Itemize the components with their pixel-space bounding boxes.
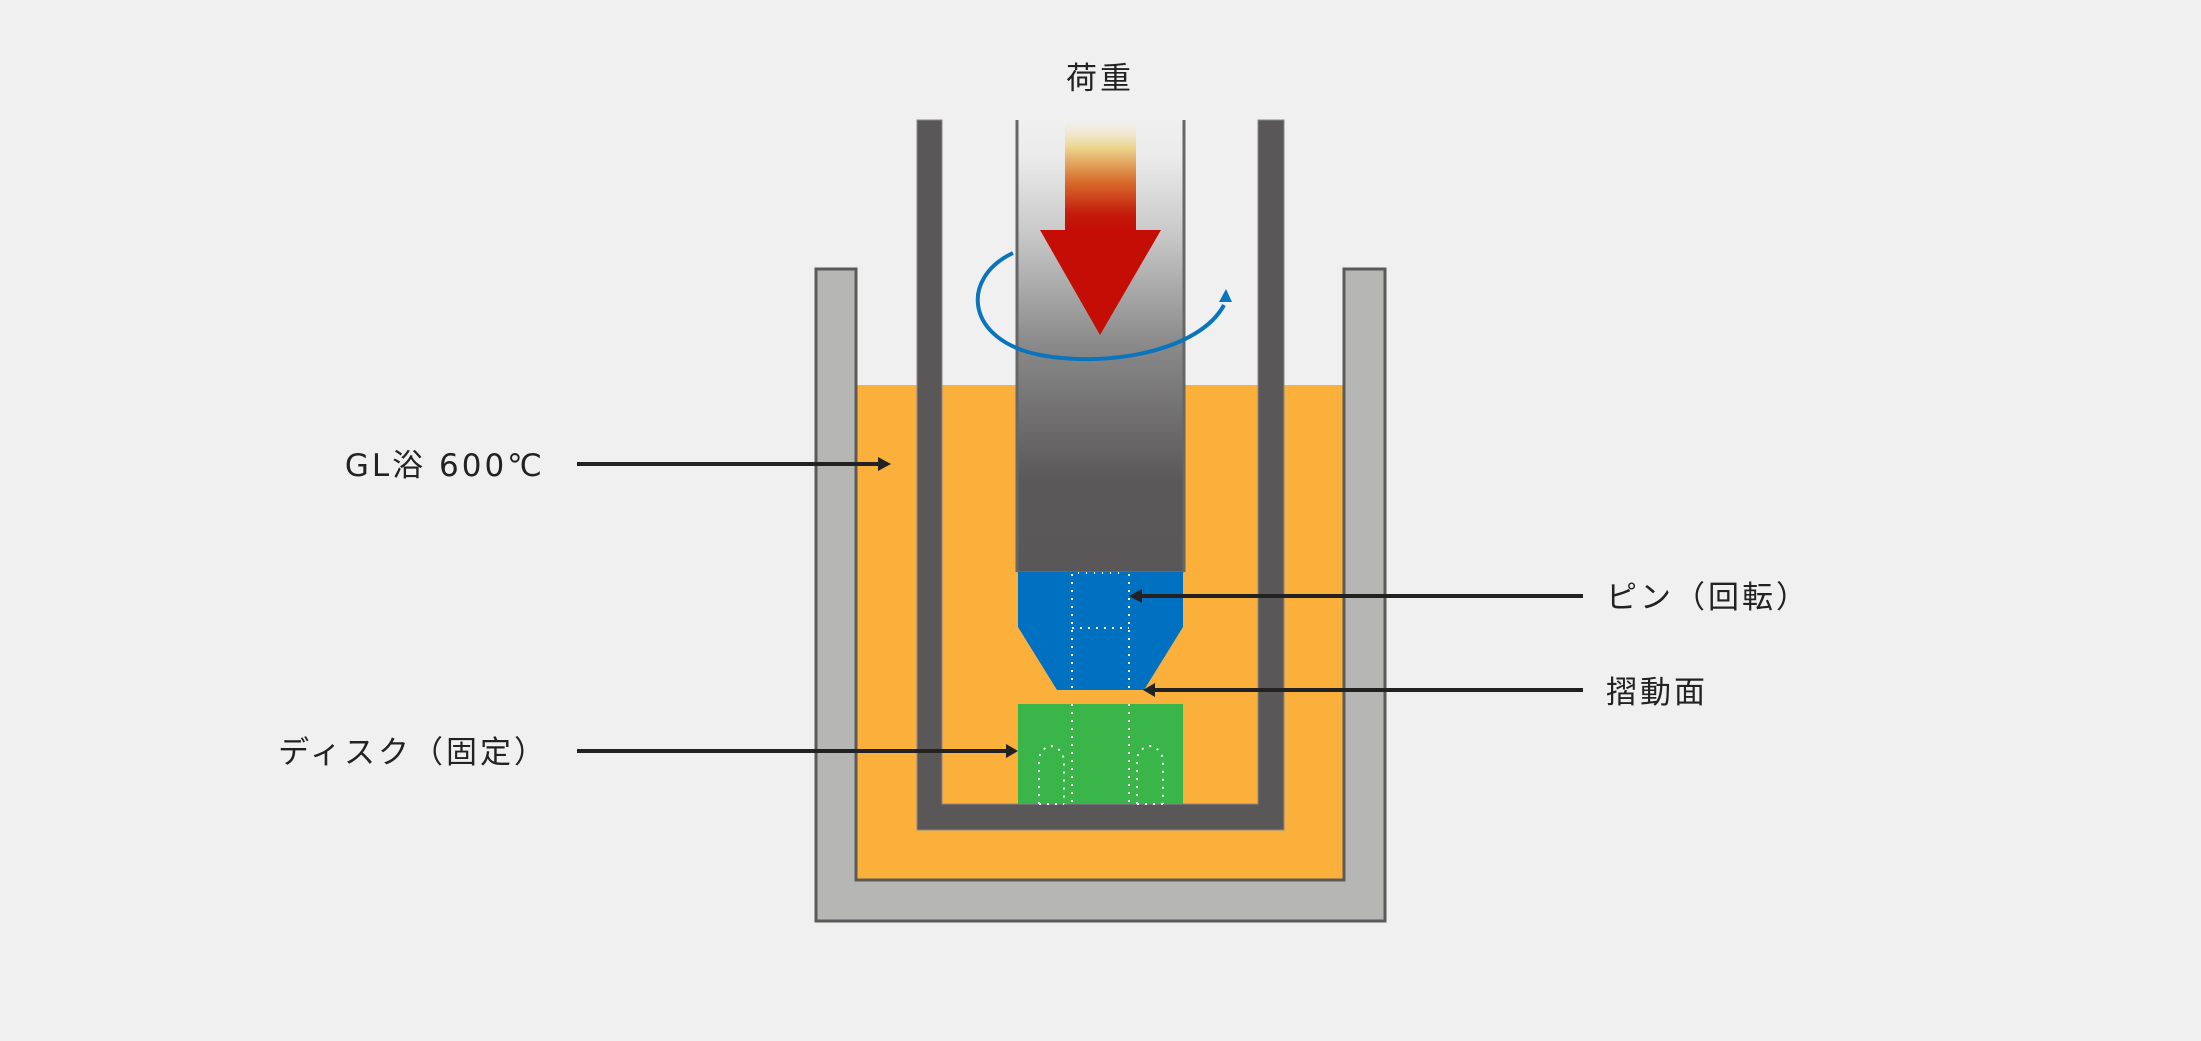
rotate-icon bbox=[975, 251, 1232, 362]
leader-disk bbox=[577, 744, 1018, 758]
arrow-down-icon bbox=[1040, 120, 1161, 335]
leader-bath bbox=[577, 457, 891, 471]
disk bbox=[1018, 704, 1183, 805]
inner-vessel bbox=[916, 119, 1285, 831]
sliding-surface-label: 摺動面 bbox=[1606, 675, 1708, 711]
leader-sliding-surface bbox=[1143, 683, 1583, 697]
pin-label: ピン（回転） bbox=[1606, 580, 1810, 616]
load-label: 荷重 bbox=[1066, 61, 1134, 97]
bath-label: GL浴 600℃ bbox=[345, 448, 545, 484]
disk-label: ディスク（固定） bbox=[278, 735, 548, 771]
leader-pin bbox=[1129, 589, 1583, 603]
